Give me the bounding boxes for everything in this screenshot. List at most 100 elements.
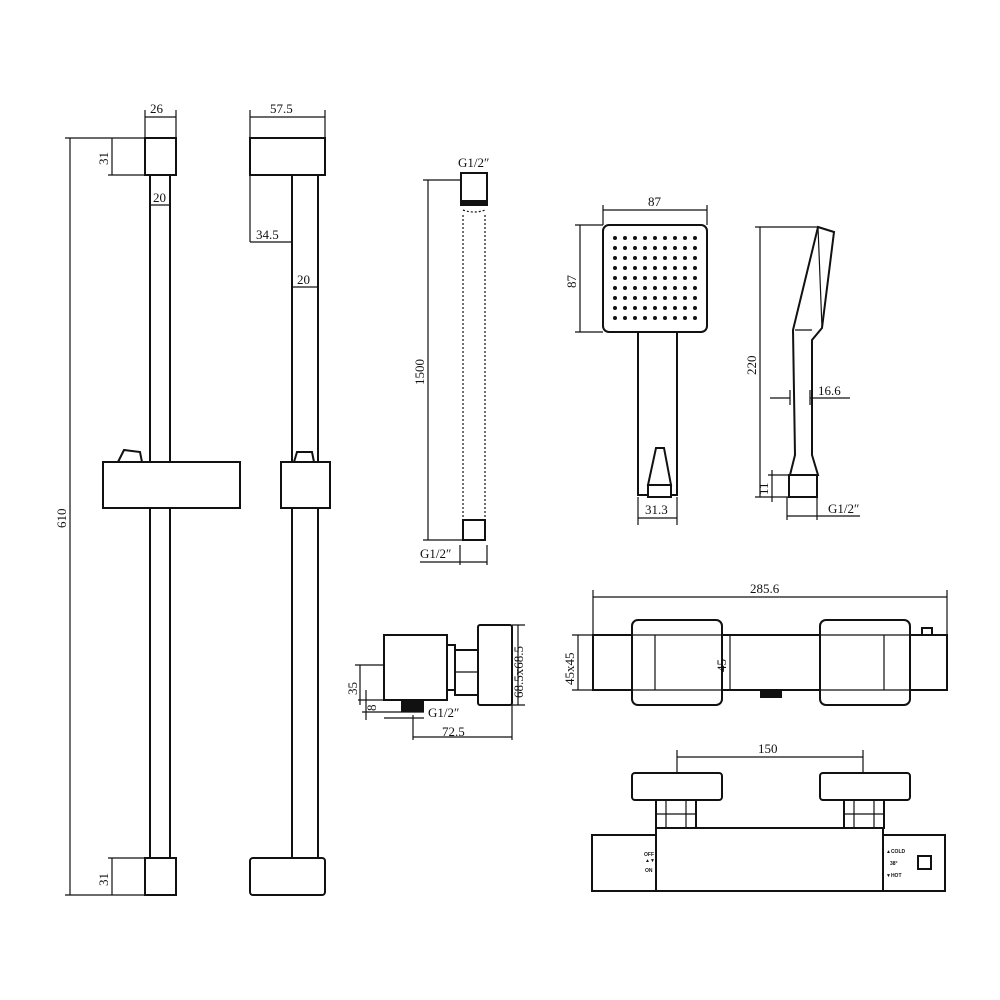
dim-total-length: 610	[54, 509, 69, 529]
nozzle-dot	[623, 286, 627, 290]
nozzle-dot	[623, 266, 627, 270]
nozzle-dot	[693, 256, 697, 260]
nozzle-dot	[613, 246, 617, 250]
nozzle-dot	[673, 266, 677, 270]
nozzle-dot	[643, 236, 647, 240]
nozzle-dot	[653, 246, 657, 250]
nozzle-dot	[693, 306, 697, 310]
nozzle-dot	[633, 236, 637, 240]
nozzle-dot	[693, 266, 697, 270]
dim-valve-centers: 150	[758, 741, 778, 756]
nozzle-dot	[673, 316, 677, 320]
hose-thread-bottom: G1/2″	[420, 546, 451, 561]
dim-top-height: 31	[96, 152, 111, 165]
nozzle-dot	[673, 246, 677, 250]
dim-head-width: 87	[648, 194, 662, 209]
nozzle-dot	[663, 266, 667, 270]
dim-pipe-dia-side: 20	[297, 272, 310, 287]
nozzle-dot	[633, 296, 637, 300]
nozzle-dot	[653, 286, 657, 290]
valve-top-view: 285.6 45x45 45	[562, 581, 948, 706]
nozzle-dot	[673, 286, 677, 290]
nozzle-dot	[643, 266, 647, 270]
valve-front-view: 150 OFF ▲▼ ON ▲COLD 38° ▼HOT	[591, 741, 946, 892]
nozzle-dot	[633, 286, 637, 290]
label-temp: 38°	[890, 861, 898, 867]
nozzle-dot	[663, 276, 667, 280]
nozzle-dot	[663, 306, 667, 310]
nozzle-dot	[693, 246, 697, 250]
nozzle-dot	[693, 286, 697, 290]
dim-neck: 16.6	[818, 383, 841, 398]
dim-valve-height: 45	[714, 659, 729, 672]
nozzle-dot	[633, 306, 637, 310]
nozzle-dot	[623, 296, 627, 300]
nozzle-dot	[663, 256, 667, 260]
nozzle-dot	[653, 256, 657, 260]
nozzle-dot	[643, 296, 647, 300]
nozzle-dot	[633, 266, 637, 270]
nozzle-dot	[613, 276, 617, 280]
dim-offset: 34.5	[256, 227, 279, 242]
nozzle-dot	[613, 306, 617, 310]
nozzle-dot	[613, 266, 617, 270]
dim-hose-length: 1500	[412, 359, 427, 385]
arrow-icon: ▲▼	[645, 858, 655, 864]
nozzle-dot	[613, 296, 617, 300]
nozzle-dot	[683, 246, 687, 250]
nozzle-dot	[653, 236, 657, 240]
nozzle-dot	[683, 296, 687, 300]
label-cold: ▲COLD	[886, 849, 906, 855]
label-on: ON	[645, 868, 653, 874]
nozzle-dot	[673, 276, 677, 280]
dim-bottom-height: 31	[96, 873, 111, 886]
dim-outlet-depth: 72.5	[442, 724, 465, 739]
nozzle-dot	[623, 306, 627, 310]
shower-thread: G1/2″	[828, 501, 859, 516]
dim-pipe-dia: 20	[153, 190, 166, 205]
dim-outlet-thread-len: 8	[364, 705, 379, 712]
nozzle-dot	[683, 236, 687, 240]
hose-thread-top: G1/2″	[458, 155, 489, 170]
nozzle-dot	[663, 316, 667, 320]
dim-handle-width: 31.3	[645, 502, 668, 517]
nozzle-dot	[613, 236, 617, 240]
nozzle-dot	[693, 236, 697, 240]
nozzle-dot	[633, 276, 637, 280]
nozzle-dot	[613, 256, 617, 260]
nozzle-dot	[653, 276, 657, 280]
nozzle-dot	[633, 256, 637, 260]
nozzle-dot	[653, 296, 657, 300]
nozzle-dot	[683, 286, 687, 290]
nozzle-dot	[663, 286, 667, 290]
shower-hose: G1/2″ 1500 G1/2″	[412, 155, 489, 565]
wall-outlet: 35 8 G1/2″ 72.5 68.5x68.5	[345, 624, 526, 740]
nozzle-dot	[683, 316, 687, 320]
nozzle-dot	[653, 266, 657, 270]
nozzle-dot	[633, 316, 637, 320]
dim-top-width: 26	[150, 101, 164, 116]
dim-flange: 68.5x68.5	[511, 646, 526, 698]
nozzle-dot	[623, 256, 627, 260]
nozzle-dot	[623, 276, 627, 280]
outlet-thread: G1/2″	[428, 705, 459, 720]
label-off: OFF	[644, 852, 654, 858]
nozzle-dot	[663, 246, 667, 250]
nozzle-dot	[673, 306, 677, 310]
nozzle-dot	[613, 316, 617, 320]
rail-front-view: 26 31 20 610 31	[54, 101, 241, 896]
nozzle-dot	[673, 256, 677, 260]
dim-thread-len: 11	[756, 482, 771, 495]
nozzle-dot	[653, 306, 657, 310]
nozzle-dot	[643, 276, 647, 280]
nozzle-dot	[693, 296, 697, 300]
rail-side-view: 57.5 34.5 20	[249, 101, 331, 896]
nozzle-dot	[663, 236, 667, 240]
nozzle-dot	[683, 256, 687, 260]
nozzle-dot	[643, 256, 647, 260]
nozzle-dot	[693, 276, 697, 280]
nozzle-dot	[683, 276, 687, 280]
nozzle-dot	[613, 286, 617, 290]
dim-shower-length: 220	[744, 356, 759, 376]
